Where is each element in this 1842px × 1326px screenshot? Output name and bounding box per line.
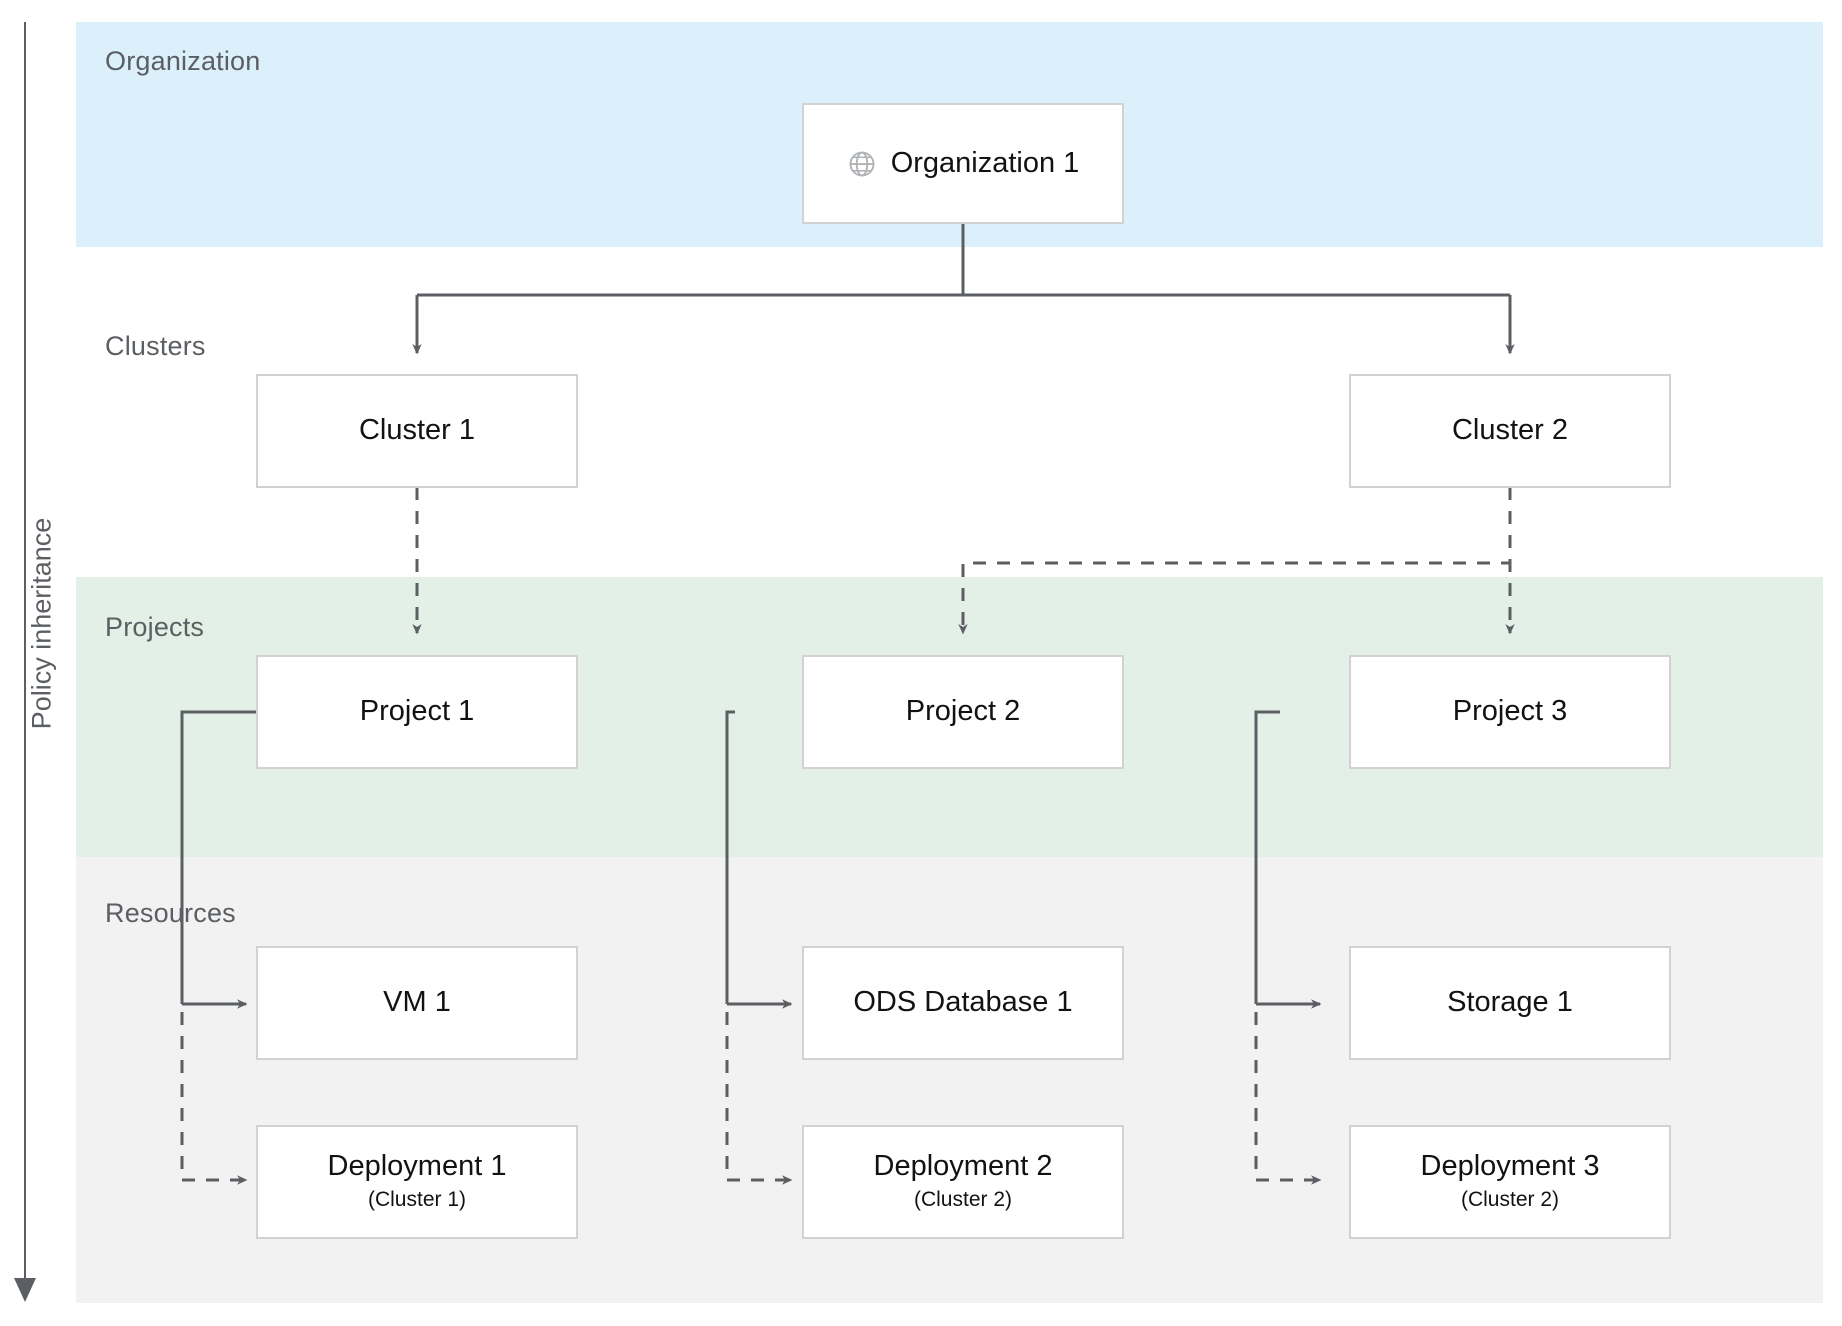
globe-icon [849, 151, 875, 176]
node-sublabel: (Cluster 1) [367, 1188, 467, 1212]
band-label-clusters: Clusters [105, 331, 206, 361]
node-label: Project 3 [1452, 695, 1568, 728]
node-cluster-1[interactable]: Cluster 1 [256, 374, 578, 488]
node-storage-1[interactable]: Storage 1 [1349, 946, 1671, 1060]
node-deployment-1[interactable]: Deployment 1 (Cluster 1) [256, 1125, 578, 1239]
policy-inheritance-axis-line [24, 22, 26, 1280]
policy-inheritance-label: Policy inheritance [26, 517, 57, 730]
node-label: Cluster 1 [358, 414, 476, 447]
node-cluster-2[interactable]: Cluster 2 [1349, 374, 1671, 488]
node-vm-1[interactable]: VM 1 [256, 946, 578, 1060]
node-label: Project 2 [905, 695, 1021, 728]
node-label: Deployment 1 [327, 1150, 507, 1183]
node-label: VM 1 [383, 986, 451, 1019]
node-label: ODS Database 1 [853, 986, 1073, 1019]
node-label: Cluster 2 [1451, 414, 1569, 447]
node-ods-database-1[interactable]: ODS Database 1 [802, 946, 1124, 1060]
band-label-organization: Organization [105, 46, 261, 76]
node-label: Storage 1 [1447, 986, 1573, 1019]
node-label: Project 1 [359, 695, 475, 728]
node-sublabel: (Cluster 2) [1460, 1188, 1560, 1212]
node-project-3[interactable]: Project 3 [1349, 655, 1671, 769]
node-label: Organization 1 [890, 146, 1080, 179]
node-project-2[interactable]: Project 2 [802, 655, 1124, 769]
node-deployment-3[interactable]: Deployment 3 (Cluster 2) [1349, 1125, 1671, 1239]
node-organization-1[interactable]: Organization 1 [802, 103, 1124, 224]
node-deployment-2[interactable]: Deployment 2 (Cluster 2) [802, 1125, 1124, 1239]
band-label-projects: Projects [105, 612, 205, 642]
band-label-resources: Resources [105, 898, 236, 928]
node-label: Deployment 2 [873, 1150, 1053, 1183]
node-project-1[interactable]: Project 1 [256, 655, 578, 769]
policy-inheritance-arrowhead [14, 1278, 36, 1302]
node-label: Deployment 3 [1420, 1150, 1600, 1183]
node-sublabel: (Cluster 2) [913, 1188, 1013, 1212]
